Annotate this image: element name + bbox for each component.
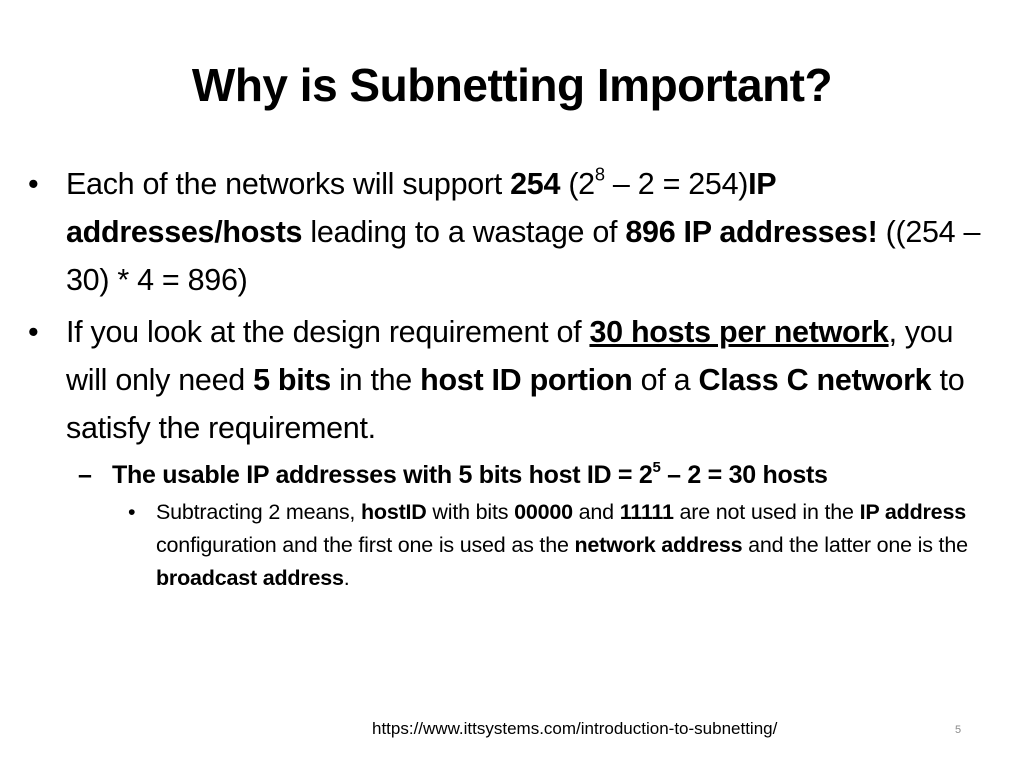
bullet-icon: • (28, 315, 39, 349)
text-run: with bits (426, 500, 515, 524)
sub-sub-bullet-item: • Subtracting 2 means, hostID with bits … (28, 496, 986, 595)
sub-bullet-text: The usable IP addresses with 5 bits host… (112, 458, 828, 489)
text-run: 8 (594, 163, 605, 185)
text-run: 11111 (619, 500, 674, 524)
text-run: in the (330, 363, 421, 397)
text-run: configuration and the first one is used … (156, 533, 575, 557)
text-run: hostID (360, 500, 427, 524)
text-run: 896 IP addresses! (625, 215, 878, 249)
dash-icon: – (78, 461, 92, 489)
text-run: network address (574, 533, 743, 557)
text-run: 254 (510, 167, 561, 201)
text-run: Each of the networks will support (66, 167, 511, 201)
text-run: The usable IP addresses with 5 bits host… (112, 461, 653, 489)
bullet-icon: • (28, 167, 39, 201)
text-run: ((254 – 30) * 4 = 896) (66, 215, 981, 297)
text-run: and the latter one is the (742, 533, 968, 557)
text-run: of a (632, 363, 699, 397)
text-run: 5 bits (253, 363, 331, 397)
text-run: – 2 = 254) (604, 167, 749, 201)
text-run: and (572, 500, 620, 524)
text-run: If you look at the design requirement of (66, 315, 590, 349)
text-run: . (343, 566, 350, 590)
slide-content: • Each of the networks will support 254 … (28, 160, 988, 595)
text-run: – 2 = 30 hosts (660, 461, 828, 489)
sub-sub-bullet-text: Subtracting 2 means, hostID with bits 00… (156, 500, 968, 590)
text-run: 00000 (514, 500, 573, 524)
slide-number: 5 (955, 724, 962, 736)
bullet-item-1: • Each of the networks will support 254 … (28, 160, 988, 304)
text-run: 30 hosts per network (589, 315, 889, 349)
text-run: (2 (560, 167, 595, 201)
text-run: Class C network (698, 363, 932, 397)
text-run: leading to a wastage of (302, 215, 626, 249)
text-run: broadcast address (156, 566, 344, 590)
text-run: host ID portion (420, 363, 633, 397)
text-run: Subtracting 2 means, (156, 500, 361, 524)
source-link[interactable]: https://www.ittsystems.com/introduction-… (372, 719, 778, 738)
bullet-item-2: • If you look at the design requirement … (28, 308, 988, 452)
text-run: , you will only need (66, 315, 954, 397)
text-run: are not used in the (673, 500, 860, 524)
slide-title: Why is Subnetting Important? (191, 59, 833, 111)
bullet-text: If you look at the design requirement of… (66, 315, 965, 445)
bullet-text: Each of the networks will support 254 (2… (66, 165, 981, 297)
bullet-icon: • (128, 500, 136, 524)
text-run: IP addresses/hosts (66, 167, 776, 249)
text-run: 5 (652, 458, 661, 476)
text-run: IP address (859, 500, 967, 524)
sub-bullet-item: – The usable IP addresses with 5 bits ho… (28, 456, 988, 494)
text-run: to satisfy the requirement. (66, 363, 965, 445)
